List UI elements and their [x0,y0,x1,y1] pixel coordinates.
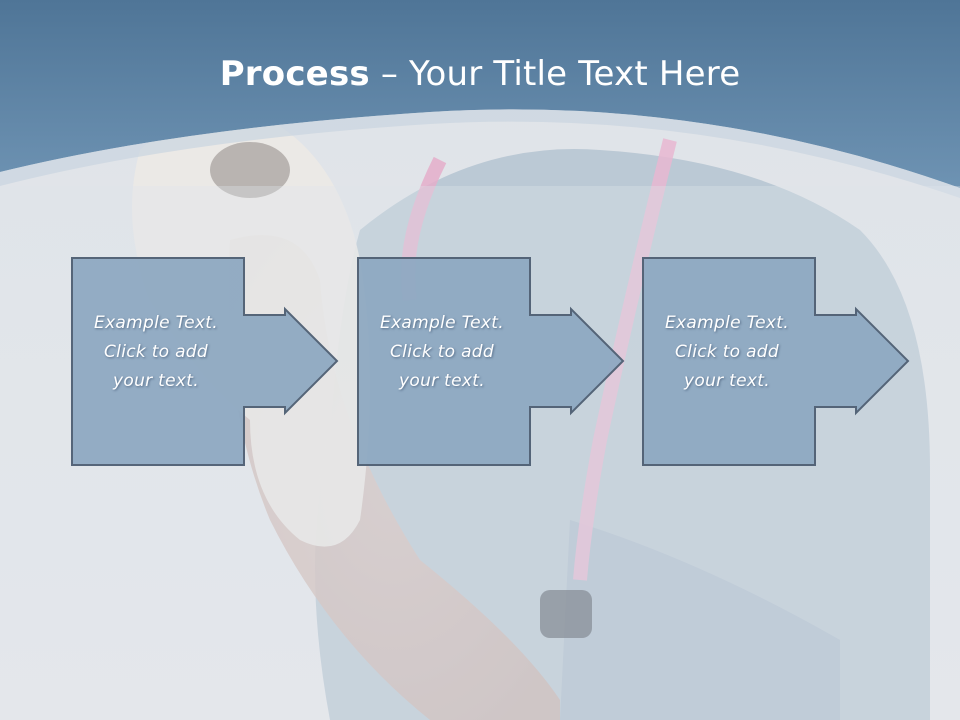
step-line-2: Click to add [104,342,208,362]
step-text: Example Text. Click to add your text. [641,309,813,396]
title-rest: – Your Title Text Here [369,54,741,94]
step-line-3: your text. [684,371,770,391]
step-text: Example Text. Click to add your text. [70,309,242,396]
step-line-1: Example Text. [665,313,789,333]
arrow-box-shape [357,257,625,466]
step-line-1: Example Text. [94,313,218,333]
step-text: Example Text. Click to add your text. [356,309,528,396]
process-step-2[interactable]: Example Text. Click to add your text. [356,257,696,467]
process-step-1[interactable]: Example Text. Click to add your text. [70,257,410,467]
step-line-3: your text. [399,371,485,391]
step-line-1: Example Text. [380,313,504,333]
step-line-2: Click to add [675,342,779,362]
slide-title[interactable]: Process – Your Title Text Here [0,52,960,96]
step-line-3: your text. [113,371,199,391]
arrow-box-shape [642,257,910,466]
step-line-2: Click to add [390,342,494,362]
title-bold: Process [219,54,370,94]
process-step-3[interactable]: Example Text. Click to add your text. [641,257,941,467]
arrow-box-shape [71,257,339,466]
